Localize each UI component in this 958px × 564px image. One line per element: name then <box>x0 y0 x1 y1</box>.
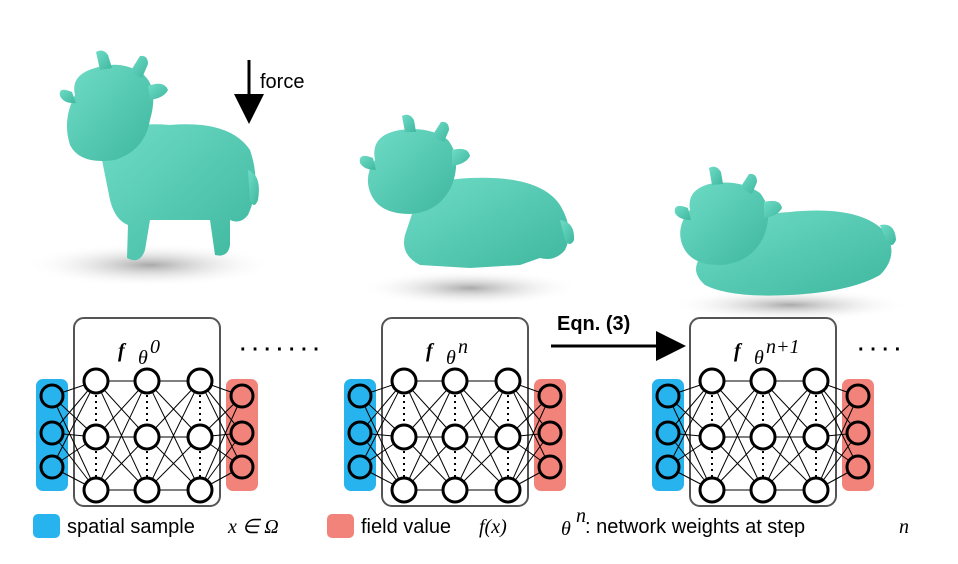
output-node <box>537 420 563 446</box>
hidden-node <box>698 423 726 451</box>
legend-theta-text: : network weights at step <box>585 516 805 538</box>
ellipsis-1: · · · · · · · <box>240 339 320 361</box>
hidden-node <box>749 367 777 395</box>
hidden-node <box>494 423 522 451</box>
hidden-node <box>802 423 830 451</box>
hidden-node <box>186 423 214 451</box>
hidden-node <box>390 367 418 395</box>
cow-mesh-collapsing <box>359 114 580 306</box>
hidden-node <box>749 476 777 504</box>
legend: spatial sample x ∈ Ω field value f(x) θ … <box>33 505 909 540</box>
hidden-node <box>494 476 522 504</box>
network-label: f <box>426 340 435 362</box>
cow-mesh-standing <box>25 50 275 287</box>
input-node <box>347 420 373 446</box>
output-node <box>229 454 255 480</box>
output-node <box>845 420 871 446</box>
output-node <box>229 420 255 446</box>
hidden-node <box>133 423 161 451</box>
input-node <box>655 420 681 446</box>
network-subscript: θ <box>754 347 764 369</box>
hidden-node <box>390 476 418 504</box>
input-node <box>347 454 373 480</box>
hidden-node <box>133 367 161 395</box>
hidden-node <box>441 476 469 504</box>
output-node <box>537 383 563 409</box>
eqn-label: Eqn. (3) <box>557 313 630 335</box>
legend-input-swatch <box>33 514 60 538</box>
hidden-node <box>749 423 777 451</box>
network-superscript: n+1 <box>766 336 800 358</box>
input-node <box>39 383 65 409</box>
hidden-node <box>186 476 214 504</box>
hidden-node <box>494 367 522 395</box>
hidden-node <box>802 476 830 504</box>
network-superscript: n <box>458 336 468 358</box>
hidden-node <box>698 367 726 395</box>
hidden-node <box>82 476 110 504</box>
legend-output-swatch <box>327 514 354 538</box>
ellipsis-2: · · · · <box>858 339 901 361</box>
legend-input-label: spatial sample <box>67 516 195 538</box>
hidden-node <box>390 423 418 451</box>
input-node <box>347 383 373 409</box>
output-node <box>845 383 871 409</box>
network-label: f <box>118 340 127 362</box>
cow-mesh-flattened <box>670 166 910 321</box>
legend-theta-step: n <box>899 516 909 538</box>
force-annotation: force <box>234 60 304 124</box>
legend-theta-sup: n <box>576 505 586 527</box>
hidden-node <box>133 476 161 504</box>
input-node <box>655 454 681 480</box>
legend-output-label: field value <box>361 516 451 538</box>
hidden-node <box>441 423 469 451</box>
output-node <box>845 454 871 480</box>
hidden-node <box>802 367 830 395</box>
input-node <box>39 454 65 480</box>
input-node <box>655 383 681 409</box>
legend-input-math: x ∈ Ω <box>227 516 279 538</box>
legend-theta: θ <box>561 518 571 540</box>
input-node <box>39 420 65 446</box>
update-rule-annotation: Eqn. (3) <box>551 313 686 361</box>
hidden-node <box>698 476 726 504</box>
network-label: f <box>734 340 743 362</box>
hidden-node <box>441 367 469 395</box>
network-superscript: 0 <box>150 336 160 358</box>
network-subscript: θ <box>446 347 456 369</box>
output-node <box>229 383 255 409</box>
network-subscript: θ <box>138 347 148 369</box>
legend-output-math: f(x) <box>479 516 507 538</box>
hidden-node <box>186 367 214 395</box>
hidden-node <box>82 367 110 395</box>
output-node <box>537 454 563 480</box>
hidden-node <box>82 423 110 451</box>
force-label: force <box>260 71 304 93</box>
